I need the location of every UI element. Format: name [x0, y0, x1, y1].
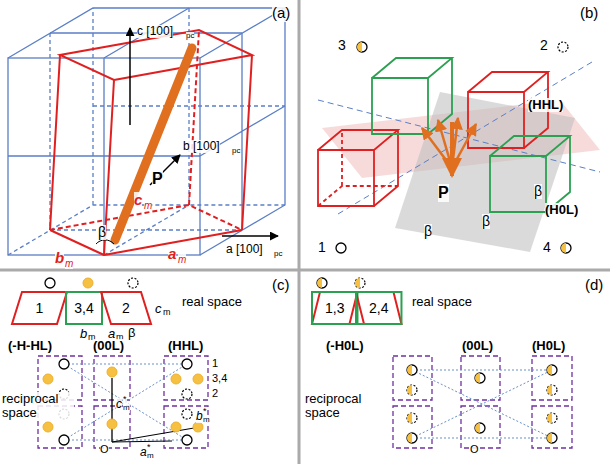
label: β [534, 184, 542, 199]
label: (H0L) [545, 203, 578, 217]
label: 1 [318, 240, 326, 255]
label: b [80, 327, 87, 341]
label: (b) [580, 5, 598, 22]
label: 2 [540, 38, 548, 53]
label: c [134, 192, 142, 209]
label: 2 [212, 387, 218, 399]
cell-box: 3,4 [66, 292, 102, 324]
label: m [144, 200, 152, 211]
label: * [123, 395, 127, 405]
label: β [98, 225, 106, 240]
label: real space [182, 295, 242, 309]
label: (00L) [462, 339, 493, 353]
label: b [196, 410, 203, 423]
label: β [424, 224, 432, 239]
label: a [168, 246, 176, 263]
label: (H0L) [532, 339, 565, 353]
label: 1 [212, 357, 218, 369]
label: c [100] [137, 25, 173, 38]
label: m [65, 258, 73, 269]
label: P [152, 170, 163, 188]
label: pc [274, 250, 282, 259]
label: β [128, 326, 135, 340]
label: (c) [272, 277, 290, 294]
label: reciprocal space [305, 392, 377, 421]
label: m [147, 452, 154, 461]
label: P [438, 184, 449, 202]
label: m [163, 308, 171, 318]
label: 3 [338, 38, 346, 53]
label: (-H0L) [326, 339, 364, 353]
label: 4 [543, 240, 551, 255]
label: a [140, 446, 147, 459]
label: (HHL) [168, 339, 203, 353]
label: m [123, 404, 130, 413]
label: b [100] [183, 140, 220, 153]
cell-box: 2 [101, 292, 151, 324]
cell-box: 2,4 [356, 292, 401, 324]
label: c [116, 398, 122, 411]
cell-box: 1 [12, 292, 67, 324]
label: (d) [585, 277, 603, 294]
label: pc [232, 147, 240, 156]
label: a [100] [226, 243, 263, 256]
cell-number: 1,3 [325, 301, 344, 315]
label: 3,4 [212, 372, 227, 384]
label: m [178, 254, 186, 265]
label: (-H-HL) [8, 339, 52, 353]
label: pc [186, 32, 194, 41]
cell-box: 1,3 [312, 292, 357, 324]
label: (00L) [93, 339, 124, 353]
cell-number: 1 [36, 301, 44, 315]
label: β [482, 214, 490, 229]
cell-number: 2,4 [369, 301, 388, 315]
label: real space [412, 295, 472, 309]
label: b [55, 250, 64, 267]
label: * [203, 407, 207, 417]
label: c [155, 302, 162, 316]
label: reciprocal space [2, 392, 74, 421]
label: (HHL) [528, 98, 563, 112]
label: m [203, 416, 210, 425]
cell-number: 3,4 [74, 301, 93, 315]
label: O [100, 443, 109, 455]
label: * [147, 443, 151, 453]
label: (a) [272, 5, 290, 22]
cell-number: 2 [122, 301, 130, 315]
label: O [470, 443, 479, 455]
